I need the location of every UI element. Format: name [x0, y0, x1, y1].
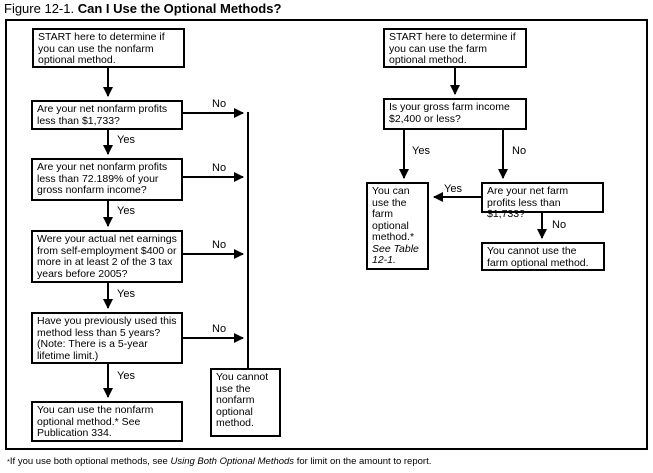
- node-nonfarm-q-used: Have you previously used this method les…: [31, 312, 183, 364]
- edge-label-no-nonfarm-profits: No: [211, 98, 228, 110]
- node-nonfarm-cannot-use: You cannot use the nonfarm optional meth…: [210, 368, 281, 437]
- figure-title: Figure 12-1. Can I Use the Optional Meth…: [4, 1, 281, 16]
- edge-label-no-farm-profits: No: [551, 219, 568, 231]
- node-farm-cannot-use: You cannot use the farm optional method.: [481, 242, 605, 271]
- node-farm-q-gross: Is your gross farm income $2,400 or less…: [383, 98, 527, 130]
- edge-label-no-nonfarm-earnings: No: [211, 239, 228, 251]
- edge-label-yes-nonfarm-percent: Yes: [116, 205, 136, 217]
- edge-label-yes-nonfarm-earnings: Yes: [116, 288, 136, 300]
- edge-label-yes-farm-profits: Yes: [443, 183, 463, 195]
- edge-label-no-farm-gross: No: [511, 145, 528, 157]
- edge-label-no-nonfarm-used: No: [211, 323, 228, 335]
- node-farm-can-use: You can use the farm optional method.* S…: [366, 182, 429, 270]
- footnote-prefix: If you use both optional methods, see: [9, 456, 171, 467]
- footnote-asterisk: *: [7, 457, 10, 466]
- node-nonfarm-start: START here to determine if you can use t…: [32, 28, 185, 68]
- figure-label: Figure 12-1.: [4, 1, 75, 16]
- farm-can-use-text: You can use the farm optional method.*: [372, 185, 415, 243]
- node-nonfarm-q-percent: Are your net nonfarm profits less than 7…: [31, 158, 183, 201]
- footnote: *If you use both optional methods, see U…: [7, 456, 431, 467]
- footnote-suffix: for limit on the amount to report.: [294, 456, 432, 467]
- footnote-reference: Using Both Optional Methods: [170, 456, 295, 467]
- farm-can-use-reference: See Table 12-1.: [372, 242, 419, 266]
- edge-label-yes-farm-gross: Yes: [411, 145, 431, 157]
- edge-label-no-nonfarm-percent: No: [211, 162, 228, 174]
- figure-title-text: Can I Use the Optional Methods?: [77, 1, 282, 16]
- edge-label-yes-nonfarm-profits: Yes: [116, 134, 136, 146]
- edge-label-yes-nonfarm-used: Yes: [116, 370, 136, 382]
- node-farm-start: START here to determine if you can use t…: [383, 28, 527, 68]
- node-nonfarm-can-use: You can use the nonfarm optional method.…: [31, 401, 183, 442]
- node-nonfarm-q-earnings: Were your actual net earnings from self-…: [31, 230, 183, 283]
- node-farm-q-profits: Are your net farm profits less than $1,7…: [481, 182, 604, 220]
- node-nonfarm-q-profits: Are your net nonfarm profits less than $…: [31, 100, 183, 130]
